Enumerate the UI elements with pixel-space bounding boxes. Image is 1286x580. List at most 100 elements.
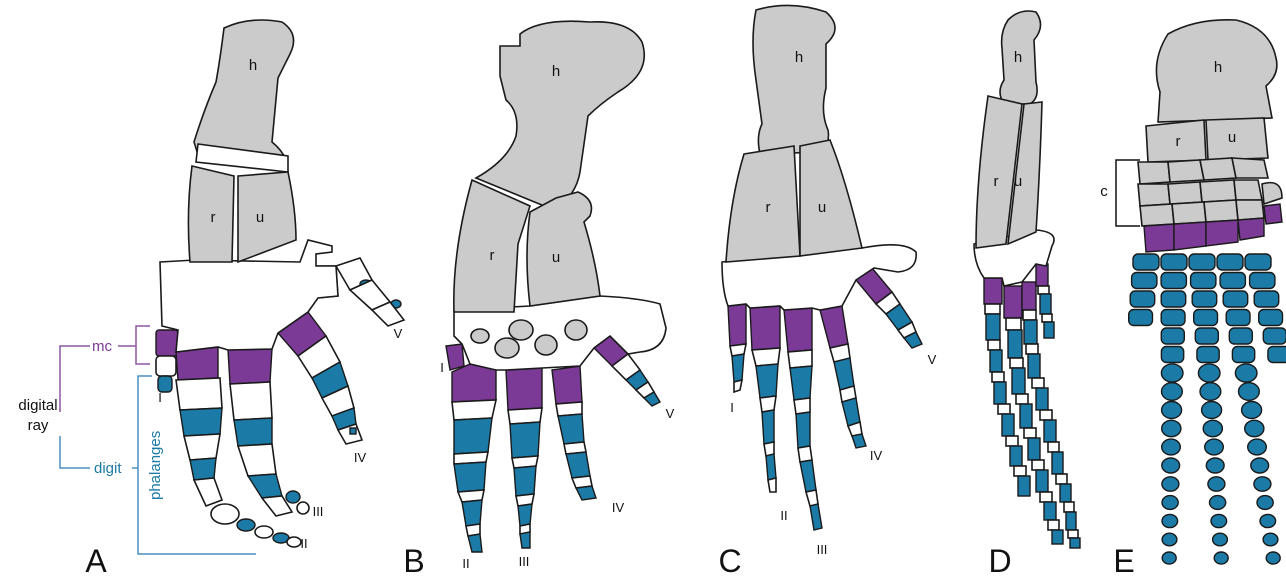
panel-c-humerus-label: h xyxy=(795,49,803,66)
panel-b-digit-v-label: V xyxy=(666,406,675,421)
panel-c-phalanx-iii-7 xyxy=(806,490,818,506)
panel-c-phalanx-ii-7 xyxy=(768,478,776,492)
panel-c-letter: C xyxy=(718,543,741,579)
panel-d-phalanx-4-1 xyxy=(1038,286,1049,294)
panel-d-phalanx-4-2 xyxy=(1040,294,1051,314)
panel-d-phalanx-3-4 xyxy=(1028,354,1040,378)
panel-e-metacarpal xyxy=(1174,222,1206,250)
panel-d-phalanx-2-10 xyxy=(1036,470,1048,492)
panel-b-ulna-label: u xyxy=(552,249,560,266)
panel-e-phalanx xyxy=(1203,420,1222,436)
panel-a-digit-ii-label: II xyxy=(300,536,307,551)
panel-b-digit-i-label: I xyxy=(440,360,444,375)
panel-e-phalanx xyxy=(1206,458,1224,473)
panel-a-phalanx-ii-3 xyxy=(184,434,220,460)
panel-c: h r u I II III IV V C xyxy=(718,5,936,579)
panel-a-digit-iv-label: IV xyxy=(354,450,367,465)
panel-d-phalanx-3-5 xyxy=(1032,378,1044,388)
panel-d-phalanx-1-8 xyxy=(1002,414,1014,436)
panel-d-digits xyxy=(984,264,1080,548)
panel-d-phalanx-1-4 xyxy=(990,350,1002,372)
panel-b-humerus xyxy=(476,21,644,210)
panel-d-phalanx-3-15 xyxy=(1068,530,1078,538)
panel-c-digit-v-label: V xyxy=(928,352,937,367)
panel-a-phalanx-ii-2 xyxy=(180,408,222,436)
panel-b-digits xyxy=(446,336,660,552)
panel-e-carpal xyxy=(1232,158,1268,178)
panel-e-phalanx xyxy=(1189,254,1215,270)
panel-a-phalanx-ii-7 xyxy=(237,519,255,531)
panel-d-phalanx-3-1 xyxy=(1023,310,1036,320)
panel-b-humerus-label: h xyxy=(552,63,560,80)
panel-d: h r u D xyxy=(974,11,1080,579)
panel-b-ulna xyxy=(527,192,600,306)
panel-a-digit-i-label: I xyxy=(158,390,162,405)
panel-a-phalanx-iv-6 xyxy=(350,428,356,434)
digital-ray-label-line1: digital xyxy=(18,397,57,414)
panel-d-letter: D xyxy=(988,543,1011,579)
panel-e-phalanx xyxy=(1263,533,1278,546)
panel-d-phalanx-2-4 xyxy=(1012,368,1025,394)
panel-e-radius-label: r xyxy=(1176,133,1181,150)
mc-bracket xyxy=(136,326,150,364)
panel-e-phalanx xyxy=(1260,514,1276,527)
panel-e-phalanx xyxy=(1248,439,1267,455)
mc-key-label: mc xyxy=(92,338,112,355)
panel-e-phalanx xyxy=(1195,328,1218,344)
panel-c-digit-iii-label: III xyxy=(817,542,828,557)
panel-c-phalanx-iii-5 xyxy=(798,446,812,462)
panel-e-phalanx xyxy=(1162,402,1182,419)
panel-e-phalanx xyxy=(1162,552,1176,564)
panel-e-carpal xyxy=(1140,204,1174,226)
panel-d-phalanx-1-10 xyxy=(1010,446,1022,466)
panel-e-phalanx xyxy=(1162,514,1178,527)
panel-e-phalanx xyxy=(1208,477,1225,491)
panel-b-phalanx-iii-2 xyxy=(510,422,540,458)
panel-c-humerus xyxy=(753,5,835,154)
panel-a-phalanx-ii-4 xyxy=(190,458,216,480)
panel-b-phalanx-iii-6 xyxy=(518,504,532,526)
panel-e-phalanges xyxy=(1129,254,1286,564)
panel-d-phalanx-2-13 xyxy=(1048,520,1059,530)
panel-e-humerus-label: h xyxy=(1214,59,1222,76)
panel-b-phalanx-ii-2 xyxy=(454,418,492,454)
panel-c-phalanx-i-2 xyxy=(732,354,744,382)
panel-a-phalanx-ii-10 xyxy=(287,537,301,547)
panel-c-phalanx-ii-1 xyxy=(752,348,780,366)
panel-e-phalanx xyxy=(1213,533,1228,546)
panel-e-carpal xyxy=(1138,184,1170,206)
panel-a-humerus xyxy=(194,20,294,162)
panel-d-phalanx-1-9 xyxy=(1006,436,1018,446)
panel-b-phalanx-ii-6 xyxy=(462,500,482,526)
panel-d-metacarpal-4 xyxy=(1036,264,1048,286)
panel-c-phalanx-ii-6 xyxy=(766,454,776,480)
panel-c-phalanx-iv-6 xyxy=(852,434,866,448)
panel-e-ulna xyxy=(1206,118,1268,160)
panel-e-phalanx xyxy=(1191,273,1216,289)
panel-c-metacarpal-i xyxy=(728,304,746,346)
panel-e-phalanx xyxy=(1242,402,1262,419)
panel-e-metacarpal xyxy=(1144,224,1174,252)
panel-e-carpal-bracket xyxy=(1116,160,1140,226)
panel-c-phalanx-i-3 xyxy=(734,380,742,392)
panel-e-metacarpal xyxy=(1206,220,1238,246)
panel-c-phalanx-iii-2 xyxy=(790,366,812,400)
panel-d-phalanx-2-3 xyxy=(1010,358,1023,368)
panel-d-phalanx-2-14 xyxy=(1052,530,1063,544)
panel-d-metacarpal-1 xyxy=(984,278,1002,304)
panel-e-phalanx xyxy=(1266,552,1280,564)
panel-b-phalanx-ii-8 xyxy=(468,534,482,552)
panel-e-metacarpal xyxy=(1264,204,1282,224)
panel-a-digit-iii-label: III xyxy=(313,504,324,519)
panel-e-phalanx xyxy=(1192,291,1217,307)
panel-e-phalanx xyxy=(1162,458,1180,473)
panel-e-carpal xyxy=(1168,182,1202,204)
panel-c-phalanx-iii-8 xyxy=(810,504,822,530)
panel-e-phalanx xyxy=(1254,477,1271,491)
panel-e-letter: E xyxy=(1113,543,1134,579)
panel-e-phalanx xyxy=(1245,254,1271,270)
panel-c-metacarpal-iii xyxy=(784,308,812,352)
phalanges-key-label: phalanges xyxy=(147,431,164,500)
panel-c-ulna xyxy=(800,140,862,256)
panel-a-digit-v-label: V xyxy=(394,326,403,341)
